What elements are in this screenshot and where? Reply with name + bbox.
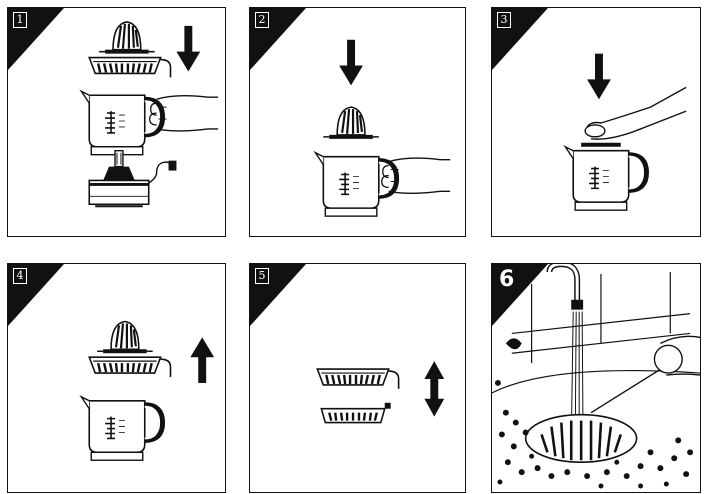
step-1-illustration [8,20,219,208]
step-3-illustration [492,53,687,236]
down-arrow-icon [339,39,363,86]
strainer [88,356,172,379]
step-panel-6: 6 [491,263,701,493]
jug [81,397,162,460]
soap-foam [494,379,694,489]
step-corner [250,8,306,70]
step-panel-2: 2 [249,7,466,237]
strainer-base [320,402,391,424]
step-corner [8,264,64,326]
up-down-arrow-icon [424,361,445,417]
step-corner [250,264,306,326]
brush-and-hand [590,335,700,414]
step-panel-1: 1 [7,7,226,237]
step-panel-4: 4 [7,263,226,493]
step-corner [492,264,548,326]
faucet [505,264,584,350]
step-number: 2 [255,12,269,28]
step-number: 5 [255,268,269,284]
jug [315,153,396,216]
plug [168,160,177,171]
juicer-cone [322,106,380,140]
step-number: 3 [497,12,511,28]
step-5-illustration [316,361,445,424]
step-number: 1 [13,12,27,28]
strainer [88,56,172,79]
step-number: 6 [499,267,515,292]
water-stream [570,311,584,443]
down-arrow-icon [176,25,201,72]
motor-base [87,149,151,208]
juicer-cone [98,20,156,55]
down-arrow-icon [587,53,611,100]
strainer-washing [524,413,638,463]
step-panel-3: 3 [491,7,701,237]
hand-pressing [586,86,687,140]
step-corner [8,8,64,70]
step-number: 4 [13,268,27,284]
step-corner [492,8,548,70]
jug [565,147,646,210]
up-arrow-icon [190,337,215,383]
strainer [316,367,400,391]
step-panel-5: 5 [249,263,466,493]
citrus-half [584,124,606,138]
juicer-cone [96,320,154,355]
